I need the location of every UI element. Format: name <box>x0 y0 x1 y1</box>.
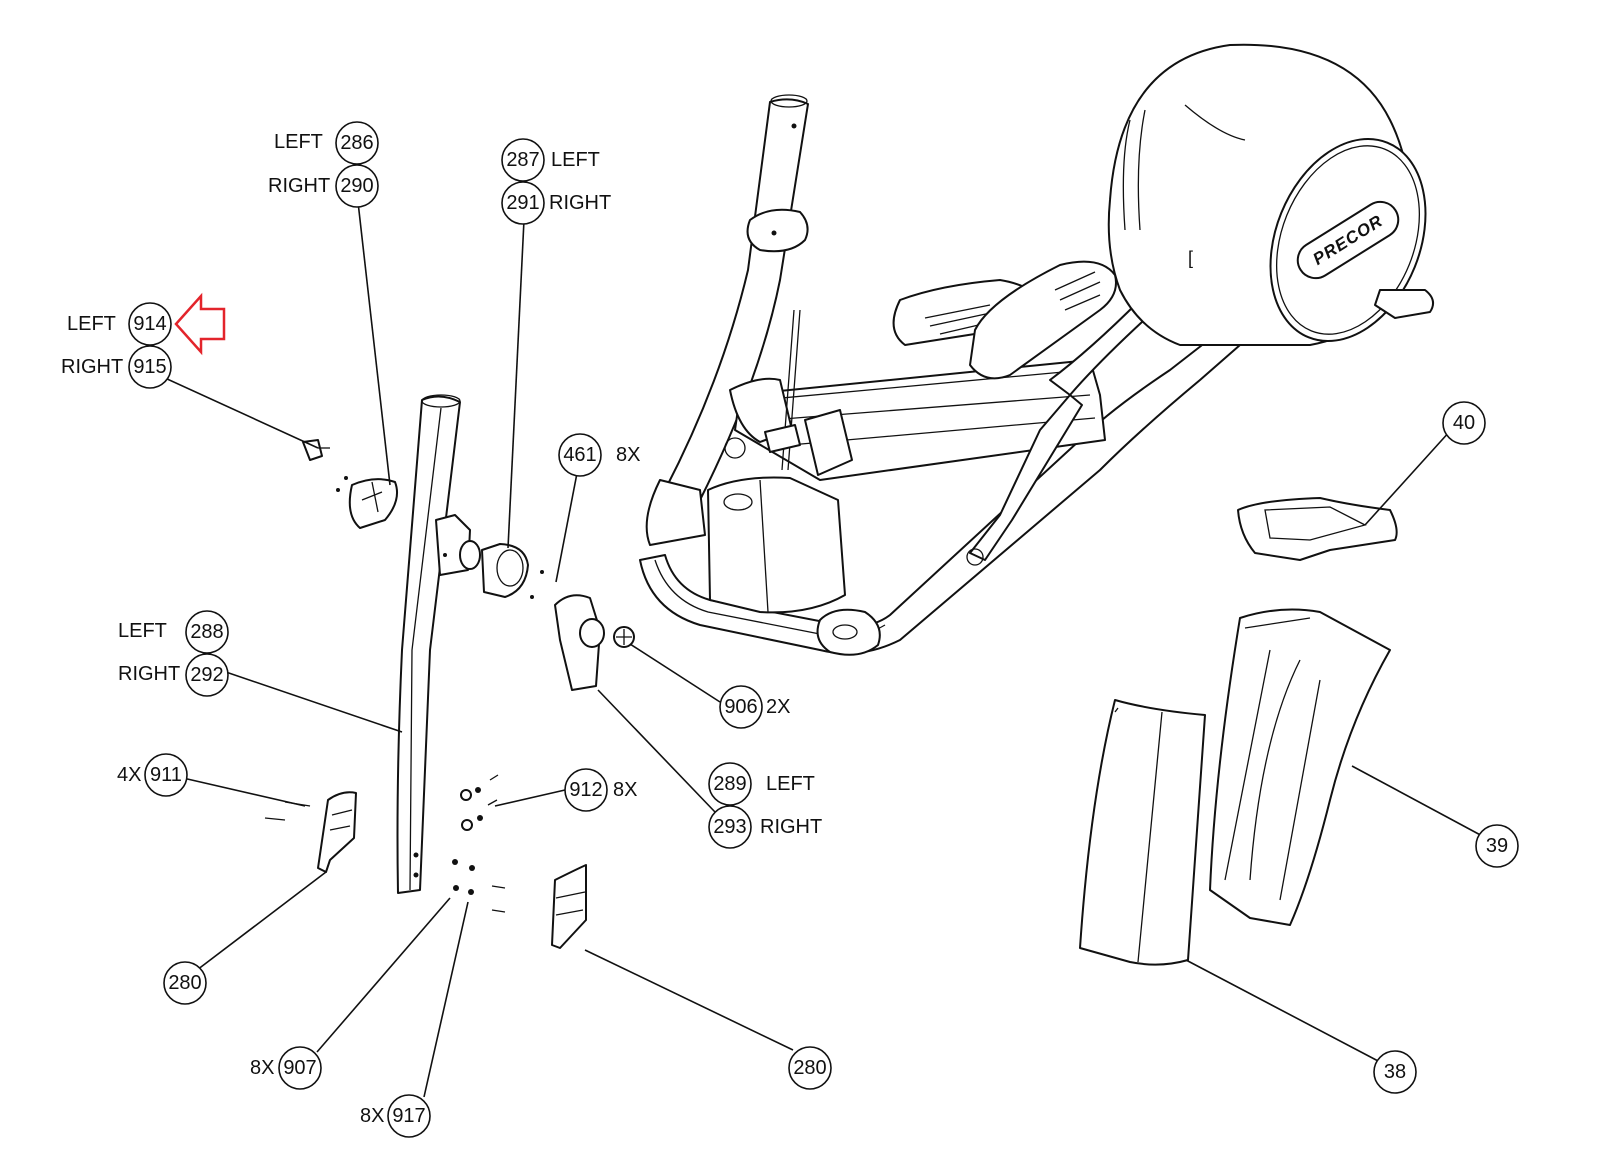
callout-461: 461 8X <box>558 433 640 477</box>
moving-handle-assembly <box>264 394 635 949</box>
svg-text:907: 907 <box>283 1057 316 1079</box>
callout-288: LEFT 288 <box>118 610 229 654</box>
svg-text:914: 914 <box>133 313 166 335</box>
svg-text:287: 287 <box>506 149 539 171</box>
svg-text:RIGHT: RIGHT <box>549 192 611 214</box>
highlight-arrow-icon <box>174 292 226 356</box>
svg-text:LEFT: LEFT <box>118 620 167 642</box>
shroud-parts <box>1079 497 1398 966</box>
svg-text:292: 292 <box>190 664 223 686</box>
callout-906: 906 2X <box>719 685 790 729</box>
svg-text:RIGHT: RIGHT <box>118 663 180 685</box>
callout-291: 291 RIGHT <box>501 181 611 225</box>
svg-text:289: 289 <box>713 773 746 795</box>
svg-text:912: 912 <box>569 779 602 801</box>
svg-text:291: 291 <box>506 192 539 214</box>
svg-text:915: 915 <box>133 356 166 378</box>
svg-text:RIGHT: RIGHT <box>61 356 123 378</box>
callout-907: 8X 907 <box>250 1046 322 1090</box>
svg-text:2X: 2X <box>766 696 790 718</box>
callout-286: LEFT 286 <box>274 121 379 165</box>
callout-912: 912 8X <box>564 768 637 812</box>
callout-914: LEFT 914 <box>67 302 172 346</box>
svg-text:286: 286 <box>340 132 373 154</box>
callout-38: 38 <box>1373 1050 1417 1094</box>
svg-text:461: 461 <box>563 444 596 466</box>
callout-911: 4X 911 <box>117 753 188 797</box>
svg-text:906: 906 <box>724 696 757 718</box>
callout-40: 40 <box>1442 401 1486 445</box>
svg-text:LEFT: LEFT <box>67 313 116 335</box>
svg-text:8X: 8X <box>360 1105 384 1127</box>
svg-text:290: 290 <box>340 175 373 197</box>
callout-39: 39 <box>1475 824 1519 868</box>
callout-915: RIGHT 915 <box>61 345 172 389</box>
svg-text:[: [ <box>1188 248 1193 268</box>
leader-lines <box>164 201 1487 1098</box>
elliptical-machine: PRECOR [ <box>639 43 1435 656</box>
svg-text:4X: 4X <box>117 764 141 786</box>
svg-text:293: 293 <box>713 816 746 838</box>
callout-289: 289 LEFT <box>708 762 815 806</box>
svg-text:39: 39 <box>1486 835 1508 857</box>
svg-text:280: 280 <box>168 972 201 994</box>
svg-text:8X: 8X <box>616 444 640 466</box>
svg-text:LEFT: LEFT <box>551 149 600 171</box>
callout-290: RIGHT 290 <box>268 164 379 208</box>
callout-280-left: 280 <box>163 961 207 1005</box>
svg-text:RIGHT: RIGHT <box>760 816 822 838</box>
svg-text:LEFT: LEFT <box>766 773 815 795</box>
callout-292: RIGHT 292 <box>118 653 229 697</box>
svg-text:911: 911 <box>150 764 182 786</box>
svg-text:8X: 8X <box>613 779 637 801</box>
svg-text:RIGHT: RIGHT <box>268 175 330 197</box>
callout-280-right: 280 <box>788 1046 832 1090</box>
svg-text:917: 917 <box>392 1105 425 1127</box>
svg-text:40: 40 <box>1453 412 1475 434</box>
svg-text:38: 38 <box>1384 1061 1406 1083</box>
svg-text:LEFT: LEFT <box>274 131 323 153</box>
svg-text:8X: 8X <box>250 1057 274 1079</box>
callout-293: 293 RIGHT <box>708 805 822 849</box>
svg-text:288: 288 <box>190 621 223 643</box>
svg-text:280: 280 <box>793 1057 826 1079</box>
callout-917: 8X 917 <box>360 1094 431 1138</box>
callout-287: 287 LEFT <box>501 138 600 182</box>
